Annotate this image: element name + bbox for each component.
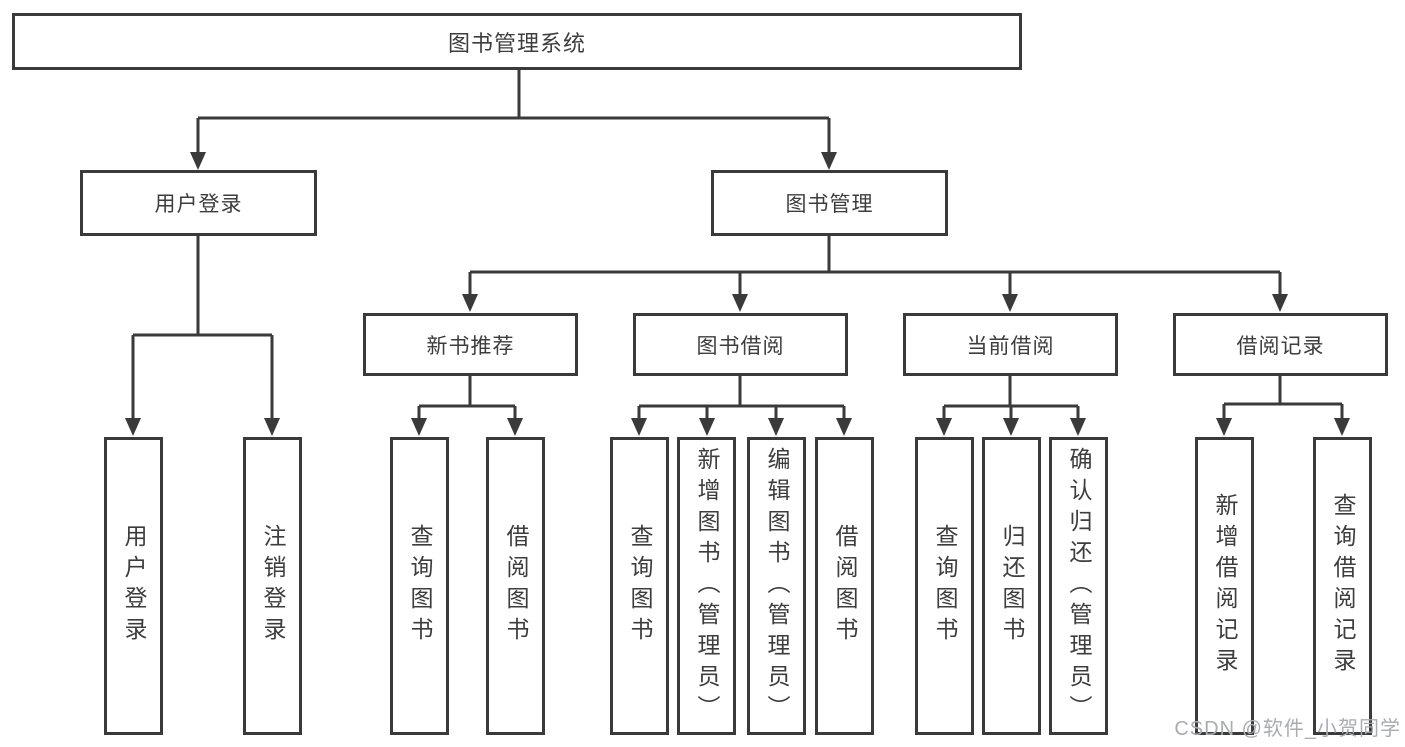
- csdn-watermark: CSDN @软件_小贺同学: [1174, 718, 1401, 740]
- leaf-add-book-admin: 新增图书（管理员）: [677, 437, 736, 735]
- leaf-query-books-borrow-label: 查询图书: [627, 524, 653, 648]
- leaf-add-borrow-record-label: 新增借阅记录: [1212, 493, 1238, 679]
- leaf-query-books-borrow: 查询图书: [610, 437, 669, 735]
- node-current-borrowing: 当前借阅: [903, 313, 1118, 376]
- leaf-return-books-label: 归还图书: [999, 524, 1025, 648]
- leaf-query-books-current-label: 查询图书: [932, 524, 958, 648]
- leaf-query-books-recommend: 查询图书: [390, 437, 449, 735]
- leaf-add-book-admin-label: 新增图书（管理员）: [694, 446, 720, 726]
- leaf-edit-book-admin: 编辑图书（管理员）: [747, 437, 806, 735]
- node-borrowing-records: 借阅记录: [1173, 313, 1388, 376]
- leaf-confirm-return-admin-label: 确认归还（管理员）: [1066, 446, 1092, 726]
- leaf-return-books: 归还图书: [982, 437, 1041, 735]
- leaf-user-login: 用户登录: [104, 437, 163, 735]
- leaf-add-borrow-record: 新增借阅记录: [1195, 437, 1254, 735]
- leaf-logout: 注销登录: [243, 437, 302, 735]
- leaf-borrow-books-borrow-label: 借阅图书: [832, 524, 858, 648]
- node-user-login: 用户登录: [80, 170, 317, 236]
- leaf-query-books-recommend-label: 查询图书: [407, 524, 433, 648]
- node-book-management: 图书管理: [711, 170, 948, 236]
- leaf-borrow-books-borrow: 借阅图书: [815, 437, 874, 735]
- node-book-borrowing: 图书借阅: [633, 313, 848, 376]
- leaf-logout-label: 注销登录: [260, 524, 286, 648]
- leaf-edit-book-admin-label: 编辑图书（管理员）: [764, 446, 790, 726]
- leaf-query-borrow-record: 查询借阅记录: [1313, 437, 1372, 735]
- leaf-query-books-current: 查询图书: [915, 437, 974, 735]
- node-new-book-recommendation: 新书推荐: [363, 313, 578, 376]
- leaf-confirm-return-admin: 确认归还（管理员）: [1049, 437, 1108, 735]
- leaf-borrow-books-recommend: 借阅图书: [486, 437, 545, 735]
- leaf-user-login-label: 用户登录: [121, 524, 147, 648]
- leaf-query-borrow-record-label: 查询借阅记录: [1330, 493, 1356, 679]
- node-library-management-system: 图书管理系统: [12, 13, 1022, 70]
- leaf-borrow-books-recommend-label: 借阅图书: [503, 524, 529, 648]
